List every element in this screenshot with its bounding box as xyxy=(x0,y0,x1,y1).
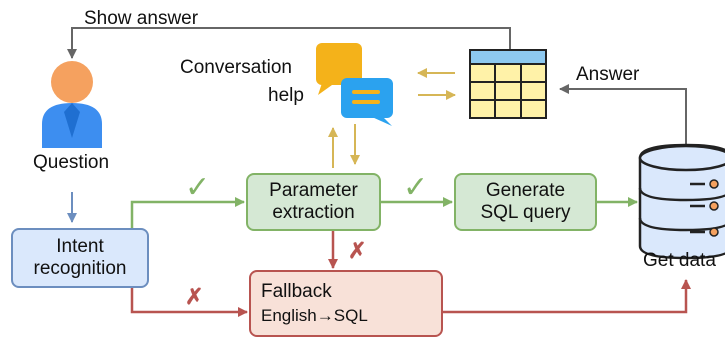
intent-line-2: recognition xyxy=(33,258,127,279)
intent-to-fallback-arrow xyxy=(130,287,248,317)
fallback-box: Fallback English→SQL xyxy=(249,270,443,337)
check-mark-intent: ✓ xyxy=(185,171,211,204)
sql-line-1: Generate xyxy=(485,180,566,201)
fallback-subtitle: English→SQL xyxy=(261,305,368,325)
show-answer-arrow xyxy=(67,27,511,59)
question-label: Question xyxy=(33,152,110,173)
answer-label: Answer xyxy=(576,64,640,85)
param-line-2: extraction xyxy=(272,202,355,223)
fallback-title: Fallback xyxy=(261,280,332,302)
intent-line-1: Intent xyxy=(56,236,104,257)
param-line-1: Parameter xyxy=(269,180,358,201)
sql-line-2: SQL query xyxy=(480,202,571,223)
intent-recognition-box: Intent recognition xyxy=(11,228,149,288)
generate-sql-box: Generate SQL query xyxy=(454,173,597,231)
help-label: help xyxy=(268,85,304,106)
person-icon xyxy=(42,61,102,148)
parameter-extraction-box: Parameter extraction xyxy=(246,173,381,231)
check-mark-param: ✓ xyxy=(403,171,429,204)
table-icon xyxy=(469,49,547,119)
cross-mark-param: ✗ xyxy=(348,238,367,263)
answer-arrow xyxy=(559,84,687,160)
database-icon xyxy=(638,143,725,260)
cross-mark-intent: ✗ xyxy=(185,284,204,309)
conversation-label: Conversation xyxy=(180,57,292,78)
show-answer-label: Show answer xyxy=(84,8,199,29)
intent-to-param-arrow xyxy=(130,197,245,232)
fallback-to-db-arrow xyxy=(443,279,691,314)
chat-bubbles-icon xyxy=(316,43,393,126)
get-data-label: Get data xyxy=(643,250,716,271)
